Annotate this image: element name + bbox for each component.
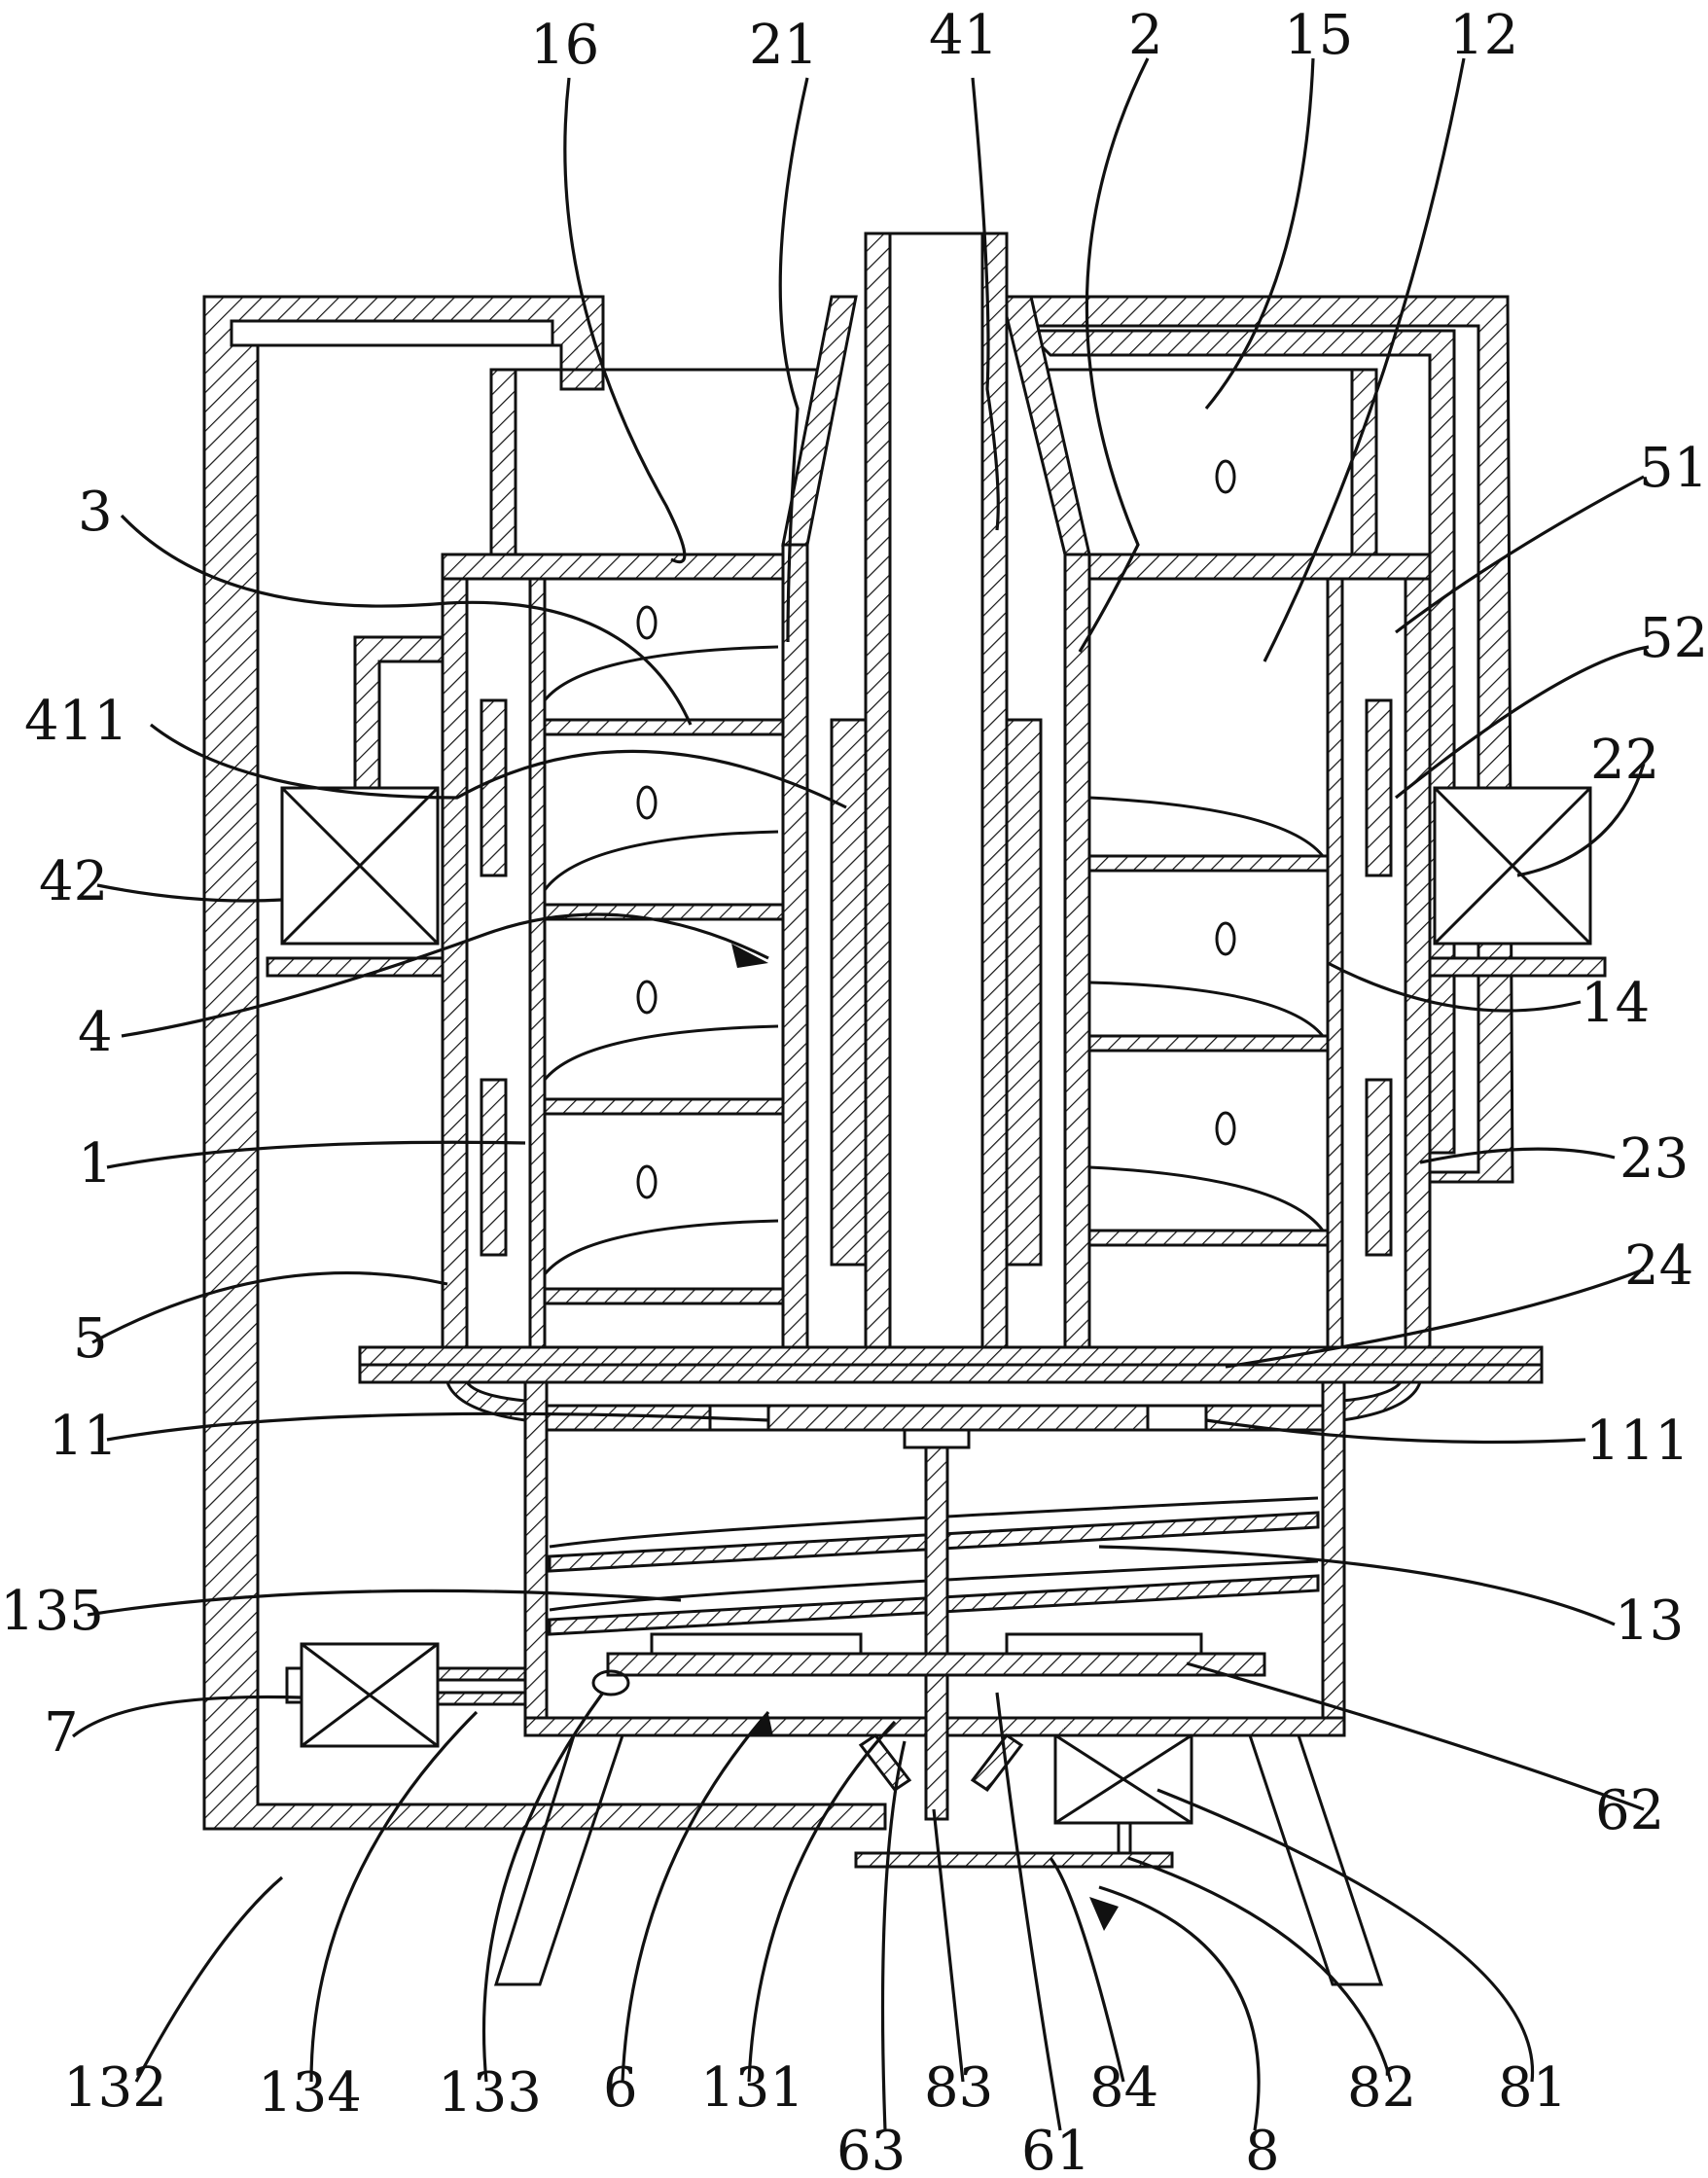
arrow-131-icon — [749, 1714, 773, 1736]
label-411: 411 — [24, 690, 128, 753]
label-132: 132 — [63, 2056, 167, 2120]
label-134: 134 — [258, 2061, 362, 2124]
label-63: 63 — [836, 2120, 906, 2178]
label-5: 5 — [73, 1307, 108, 1371]
label-83: 83 — [924, 2056, 993, 2120]
upper-chamber — [489, 295, 1378, 556]
label-21: 21 — [749, 14, 818, 77]
reference-labels: 16 21 41 2 15 12 3 51 52 411 22 42 4 14 … — [0, 4, 1708, 2178]
label-42: 42 — [39, 850, 108, 913]
label-4: 4 — [78, 1001, 113, 1064]
label-6: 6 — [603, 2056, 638, 2120]
label-81: 81 — [1498, 2056, 1567, 2120]
right-trays — [1087, 459, 1330, 1247]
label-3: 3 — [78, 481, 113, 544]
label-7: 7 — [44, 1701, 79, 1765]
fan-motor — [285, 1642, 527, 1748]
label-14: 14 — [1581, 972, 1650, 1035]
heater-left — [266, 635, 445, 978]
label-12: 12 — [1449, 4, 1518, 67]
arrow-4-icon — [731, 944, 768, 968]
legs — [493, 1734, 1384, 1986]
label-24: 24 — [1624, 1234, 1693, 1298]
label-8: 8 — [1245, 2120, 1280, 2178]
label-15: 15 — [1284, 4, 1353, 67]
label-2: 2 — [1128, 4, 1163, 67]
label-22: 22 — [1590, 729, 1659, 792]
label-1: 1 — [78, 1132, 113, 1196]
label-133: 133 — [438, 2061, 542, 2124]
label-41: 41 — [929, 4, 998, 67]
label-62: 62 — [1595, 1779, 1664, 1842]
label-131: 131 — [700, 2056, 804, 2120]
label-16: 16 — [530, 14, 599, 77]
central-tube — [781, 232, 1091, 1369]
label-111: 111 — [1585, 1410, 1690, 1473]
label-52: 52 — [1639, 607, 1708, 670]
label-82: 82 — [1347, 2056, 1416, 2120]
label-23: 23 — [1619, 1127, 1689, 1191]
label-84: 84 — [1089, 2056, 1158, 2120]
leader-lines — [71, 57, 1650, 2131]
lower-chamber — [523, 1380, 1346, 1821]
left-trays — [543, 605, 785, 1305]
label-13: 13 — [1615, 1589, 1684, 1653]
label-61: 61 — [1021, 2120, 1090, 2178]
arrow-8-icon — [1089, 1897, 1119, 1931]
drive-assembly — [854, 1733, 1193, 1869]
flow-arrows — [731, 944, 1119, 1931]
label-11: 11 — [49, 1405, 118, 1468]
label-135: 135 — [0, 1580, 104, 1643]
heater-right — [1428, 786, 1607, 978]
label-51: 51 — [1639, 437, 1708, 500]
